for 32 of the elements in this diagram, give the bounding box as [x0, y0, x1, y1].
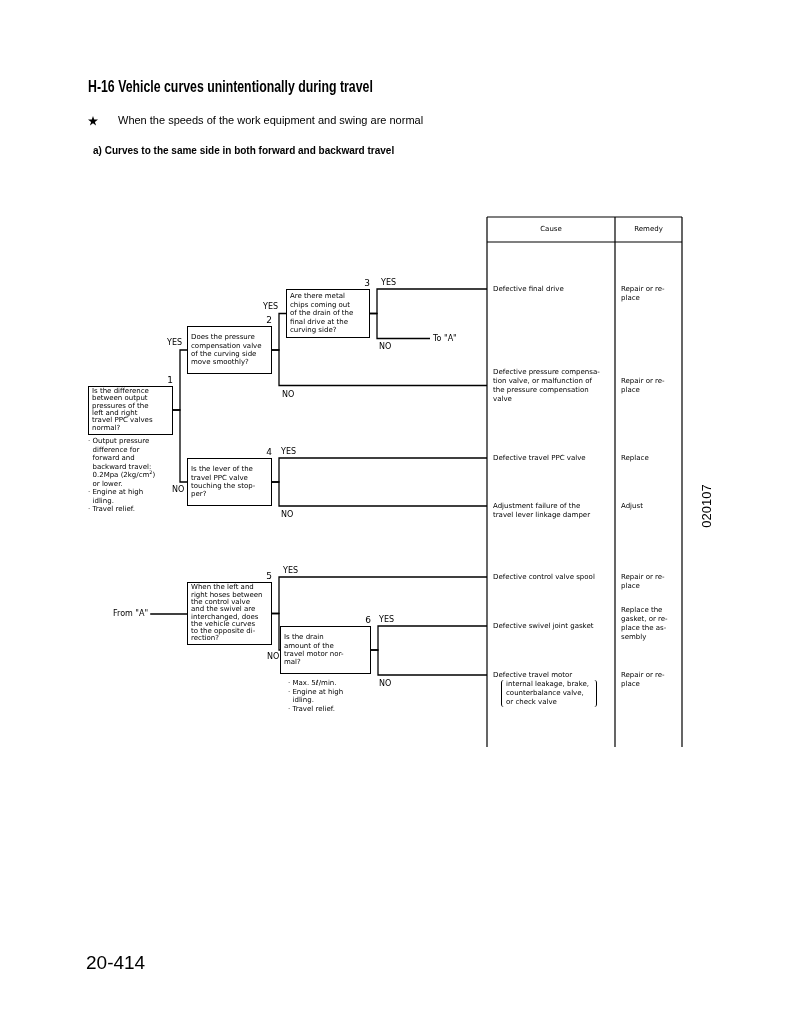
edge-label: NO: [280, 510, 295, 519]
reference-text: To "A": [430, 333, 457, 344]
step-number: 1: [167, 374, 173, 385]
edge-label: NO: [378, 679, 393, 688]
condition-note: When the speeds of the work equipment and swing are normal: [118, 113, 424, 127]
connector-line: [149, 613, 188, 615]
edge-label: NO: [378, 342, 393, 351]
connector-line: [271, 349, 488, 387]
edge-label: NO: [171, 485, 186, 494]
step-number: 4: [266, 447, 272, 457]
connector-line: [271, 481, 488, 507]
section-heading: a) Curves to the same side in both forward and backward travel: [93, 144, 395, 157]
edge-label: YES: [280, 447, 298, 456]
step-number: 2: [266, 315, 272, 325]
reference-text: From "A": [113, 609, 151, 619]
step-number: 5: [266, 571, 272, 581]
step-number: 6: [365, 615, 371, 625]
document-code: 020107: [698, 484, 714, 528]
connector-line: [271, 612, 281, 651]
connector-line: [172, 409, 188, 483]
edge-label: YES: [282, 566, 300, 575]
page-title: H-16 Vehicle curves unintentionally during travel: [88, 77, 373, 97]
edge-label: NO: [266, 652, 281, 661]
edge-label: YES: [378, 615, 396, 624]
page-number: 20-414: [86, 952, 146, 974]
edge-label: YES: [380, 278, 398, 287]
edge-label: YES: [166, 338, 184, 347]
connector-line: [370, 649, 488, 676]
step-number: 3: [364, 278, 370, 288]
edge-label: YES: [262, 302, 280, 311]
connector-line: [369, 312, 431, 340]
edge-label: NO: [281, 390, 296, 399]
